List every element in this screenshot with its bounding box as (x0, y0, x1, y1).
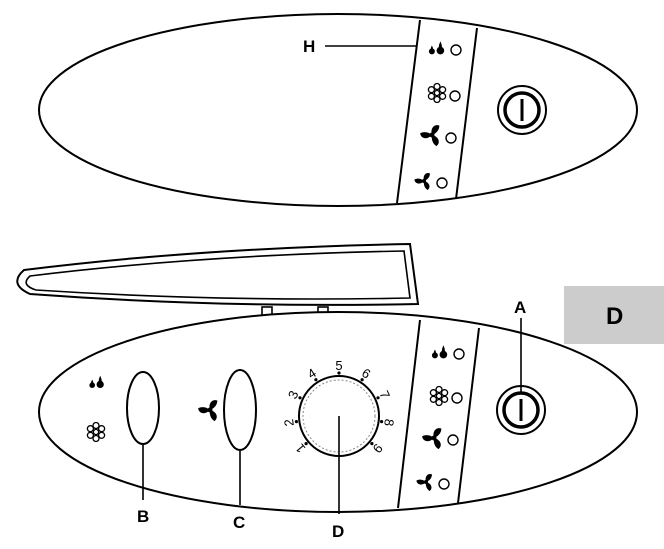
indicator-led (450, 44, 462, 56)
callout-label-a: A (514, 298, 526, 317)
top-control-panel: H (38, 13, 638, 207)
callout-label-b: B (137, 507, 149, 526)
dial-tick (376, 396, 380, 400)
indicator-led (451, 392, 463, 404)
indicator-led (445, 132, 457, 144)
dial-tick (314, 378, 318, 382)
section-tab: D (564, 286, 664, 344)
callout-label-d: D (332, 522, 344, 541)
dial-tick (294, 420, 298, 424)
dial-tick (360, 378, 364, 382)
dial-number: 8 (381, 418, 397, 427)
indicator-led (453, 348, 465, 360)
top-panel-outline (38, 13, 638, 207)
dial-number: 2 (281, 418, 297, 427)
dial-number: 5 (335, 358, 342, 373)
mode-button-b[interactable] (126, 371, 160, 445)
indicator-led (436, 177, 448, 189)
fan-button-c[interactable] (223, 369, 257, 451)
power-icon (519, 399, 523, 421)
dial-tick (370, 442, 374, 446)
dial-tick (298, 396, 302, 400)
dial-tick (380, 420, 384, 424)
indicator-led (449, 90, 461, 102)
top-indicator-strip (396, 19, 478, 204)
section-tab-label: D (606, 303, 623, 330)
dial-tick (337, 371, 341, 375)
bottom-indicator-strip (397, 319, 480, 509)
dial-tick (304, 442, 308, 446)
top-power-button[interactable] (497, 85, 547, 135)
power-icon (520, 99, 524, 121)
bottom-power-button-a[interactable] (496, 385, 546, 435)
callout-label-h: H (303, 37, 315, 56)
indicator-led (438, 478, 450, 490)
indicator-led (447, 434, 459, 446)
callout-label-c: C (233, 513, 245, 532)
